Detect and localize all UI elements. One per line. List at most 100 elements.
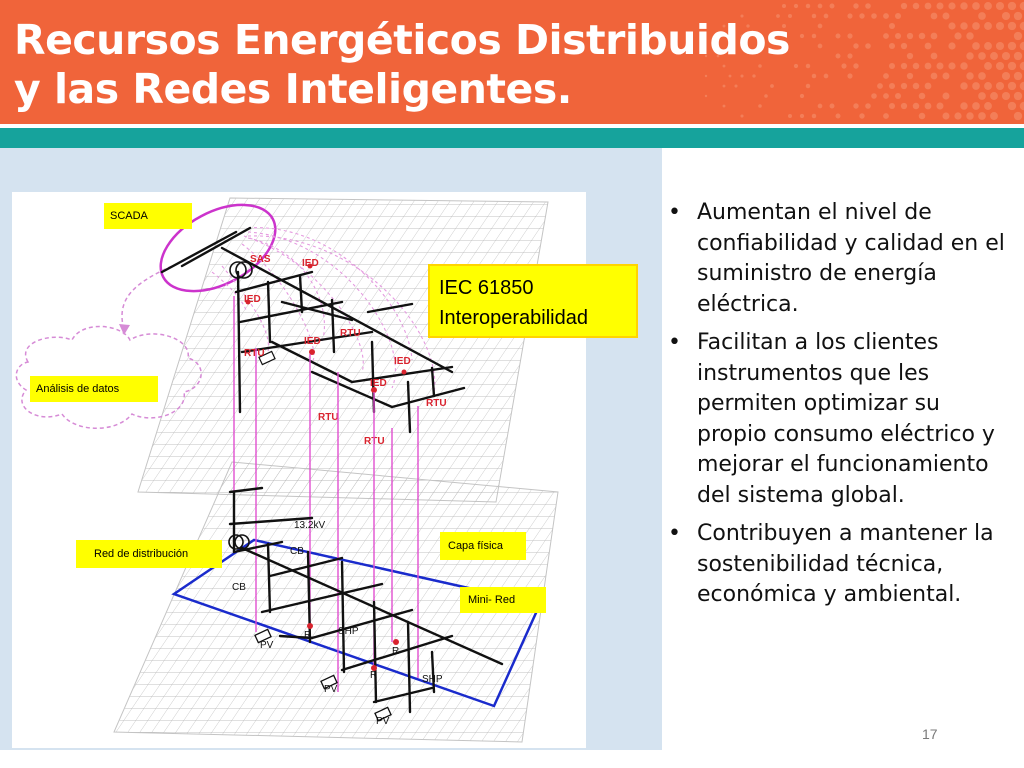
header-dot bbox=[990, 52, 998, 60]
callout-mini-red: Mini- Red bbox=[460, 587, 546, 613]
label-pv: PV bbox=[260, 640, 274, 651]
header-dot bbox=[889, 43, 895, 49]
header-dot bbox=[1008, 102, 1016, 110]
label-rtu: RTU bbox=[340, 328, 361, 339]
header-dot bbox=[1008, 22, 1016, 30]
header-dot bbox=[1008, 42, 1016, 50]
header-dot bbox=[966, 72, 973, 79]
header-dot bbox=[1002, 92, 1010, 100]
header-dot bbox=[877, 83, 883, 89]
header-dot bbox=[960, 62, 967, 69]
header-dot bbox=[925, 103, 932, 110]
header-dot bbox=[895, 93, 901, 99]
label-shp: SHP bbox=[338, 626, 359, 637]
header-dot bbox=[847, 73, 852, 78]
header-dot bbox=[1008, 2, 1016, 10]
header-dot bbox=[865, 3, 871, 9]
header-dot bbox=[990, 112, 998, 120]
header-dot bbox=[1020, 2, 1024, 11]
slide-title: Recursos Energéticos Distribuidos y las … bbox=[14, 16, 790, 114]
header-dot bbox=[824, 74, 829, 79]
label-ied: IED bbox=[370, 378, 387, 389]
callout-red-distribucion: Red de distribución bbox=[76, 540, 222, 568]
header-dot bbox=[1020, 22, 1024, 31]
header-dot bbox=[954, 32, 961, 39]
header-dot bbox=[948, 22, 955, 29]
header-dot bbox=[883, 73, 889, 79]
header-dot bbox=[782, 4, 786, 8]
header-dot bbox=[889, 103, 895, 109]
header-dot bbox=[960, 82, 967, 89]
header-dot bbox=[841, 63, 846, 68]
header-dot bbox=[948, 2, 955, 9]
slide-header: Recursos Energéticos Distribuidos y las … bbox=[0, 0, 1024, 124]
bullet-item: • Aumentan el nivel de confiabilidad y c… bbox=[668, 198, 1008, 320]
label-cb: CB bbox=[290, 546, 304, 557]
header-dot bbox=[812, 74, 816, 78]
header-dot bbox=[865, 103, 871, 109]
header-dot bbox=[1002, 52, 1010, 60]
header-dot bbox=[847, 33, 852, 38]
callout-analisis-datos: Análisis de datos bbox=[30, 376, 158, 402]
header-dot bbox=[1020, 82, 1024, 91]
label-r: R bbox=[370, 670, 377, 681]
header-dot bbox=[1014, 32, 1022, 40]
header-dot bbox=[996, 22, 1004, 30]
label-ied: IED bbox=[394, 356, 411, 367]
header-dot bbox=[943, 113, 950, 120]
label-shp: SHP bbox=[422, 674, 443, 685]
header-dot bbox=[931, 13, 938, 20]
header-dot bbox=[919, 93, 926, 100]
header-dot bbox=[931, 53, 938, 60]
header-dot bbox=[853, 63, 858, 68]
header-dot bbox=[943, 73, 950, 80]
header-dot bbox=[978, 72, 986, 80]
callout-iec-61850: IEC 61850 Interoperabilidad bbox=[428, 264, 638, 338]
header-dot bbox=[996, 62, 1004, 70]
header-dot bbox=[925, 3, 932, 10]
header-dot bbox=[972, 22, 980, 30]
label-ied: IED bbox=[302, 258, 319, 269]
header-dot bbox=[883, 93, 889, 99]
header-dot bbox=[996, 42, 1004, 50]
header-dot bbox=[818, 24, 823, 29]
upper-grid-layer bbox=[138, 198, 548, 502]
header-dot bbox=[812, 14, 816, 18]
header-dot bbox=[913, 63, 920, 70]
label-sas: SAS bbox=[250, 254, 271, 265]
header-dot bbox=[960, 102, 967, 109]
header-dot bbox=[913, 3, 920, 10]
header-dot bbox=[990, 92, 998, 100]
header-dot bbox=[931, 73, 938, 80]
header-dot bbox=[925, 43, 932, 50]
header-dot bbox=[1008, 82, 1016, 90]
header-dot bbox=[836, 114, 841, 119]
header-dot bbox=[1002, 72, 1010, 80]
bullet-text: Facilitan a los clientes instrumentos qu… bbox=[697, 330, 995, 508]
header-dot bbox=[1014, 72, 1022, 80]
label-rtu: RTU bbox=[318, 412, 339, 423]
label-pv: PV bbox=[376, 716, 390, 727]
header-dot bbox=[907, 53, 913, 59]
header-dot bbox=[1020, 102, 1024, 111]
header-dot bbox=[984, 82, 992, 90]
label-voltage: 13.2kV bbox=[294, 520, 325, 531]
header-dot bbox=[883, 13, 889, 19]
header-dot bbox=[883, 113, 889, 119]
header-dot bbox=[824, 14, 829, 19]
bullet-text: Contribuyen a mantener la sostenibilidad… bbox=[697, 521, 994, 607]
header-dot bbox=[895, 13, 901, 19]
header-dot bbox=[901, 43, 907, 49]
header-dot bbox=[978, 92, 986, 100]
header-dot bbox=[901, 103, 907, 109]
header-dot bbox=[978, 12, 986, 20]
header-dot bbox=[972, 42, 980, 50]
header-dot bbox=[978, 112, 986, 120]
bullet-item: • Facilitan a los clientes instrumentos … bbox=[668, 328, 1008, 511]
header-dot bbox=[966, 52, 973, 59]
header-dot bbox=[996, 2, 1004, 10]
header-dot bbox=[913, 83, 920, 90]
header-dot bbox=[812, 114, 816, 118]
header-dot bbox=[913, 103, 920, 110]
title-line-2: y las Redes Inteligentes. bbox=[14, 65, 790, 114]
